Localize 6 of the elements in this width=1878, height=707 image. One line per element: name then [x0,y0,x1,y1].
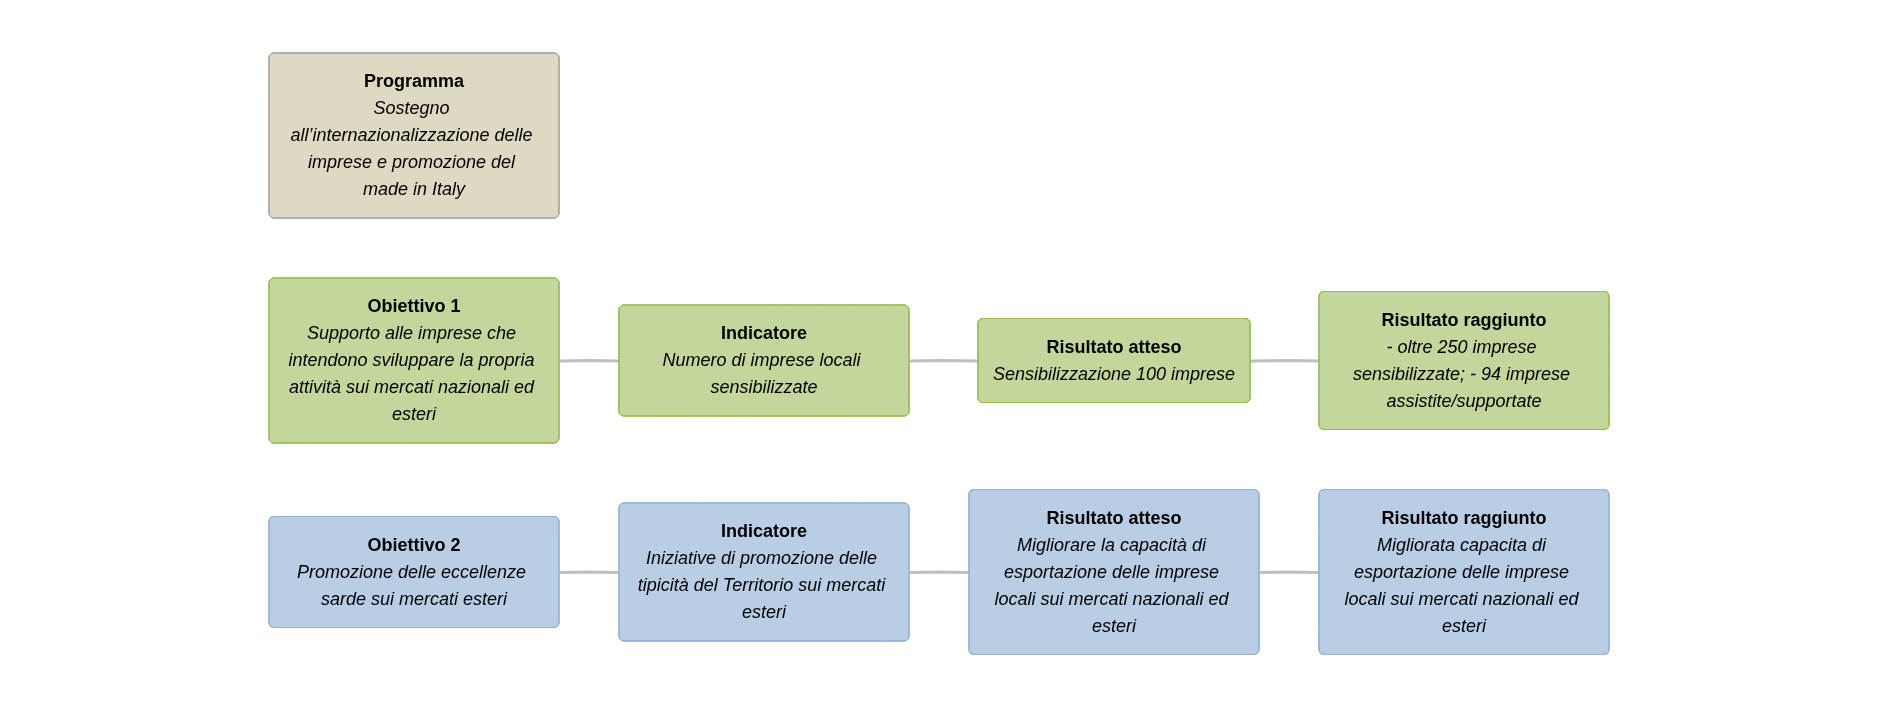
connector [559,358,620,363]
connector [1250,358,1320,363]
connector [559,570,620,574]
connector [909,570,970,574]
connector [909,358,979,363]
connector [1259,570,1320,574]
